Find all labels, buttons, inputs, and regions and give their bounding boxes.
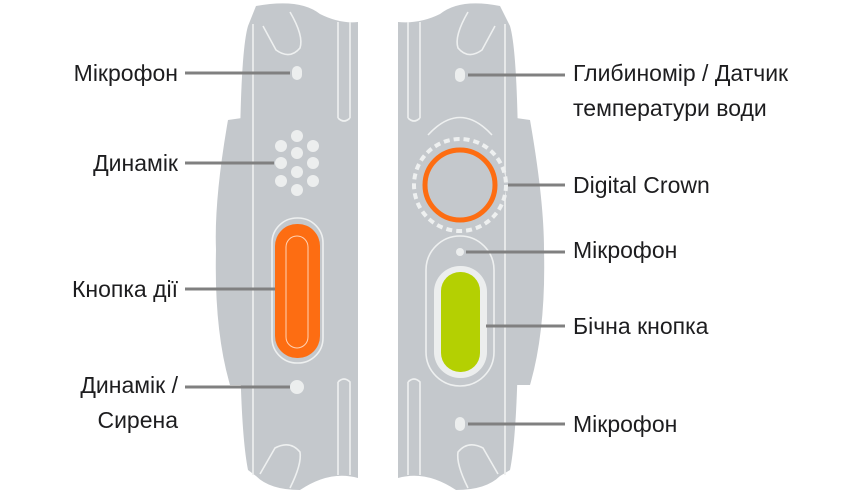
watch-left-side — [215, 3, 358, 490]
label-speaker-siren-1: Динамік / — [80, 372, 178, 398]
label-depth-gauge-1: Глибиномір / Датчик — [573, 60, 789, 86]
label-microphone-left: Мікрофон — [74, 60, 178, 86]
speaker-siren-port — [290, 380, 304, 394]
label-speaker-siren-2: Сирена — [97, 407, 178, 433]
microphone-port-left — [292, 66, 302, 80]
label-speaker: Динамік — [93, 150, 179, 176]
leader-lines — [185, 71, 565, 426]
digital-crown[interactable] — [422, 147, 498, 223]
microphone-port-right-2 — [455, 417, 465, 431]
action-button[interactable] — [275, 224, 320, 358]
speaker-grille — [275, 130, 319, 196]
side-button[interactable] — [441, 272, 480, 372]
depth-gauge-port — [455, 68, 465, 82]
label-microphone-right-1: Мікрофон — [573, 237, 677, 263]
label-microphone-right-2: Мікрофон — [573, 411, 677, 437]
label-depth-gauge-2: температури води — [573, 95, 767, 121]
label-action-button: Кнопка дії — [72, 276, 179, 302]
label-digital-crown: Digital Crown — [573, 172, 710, 198]
microphone-port-right-1 — [456, 248, 464, 256]
label-side-button: Бічна кнопка — [573, 313, 709, 339]
